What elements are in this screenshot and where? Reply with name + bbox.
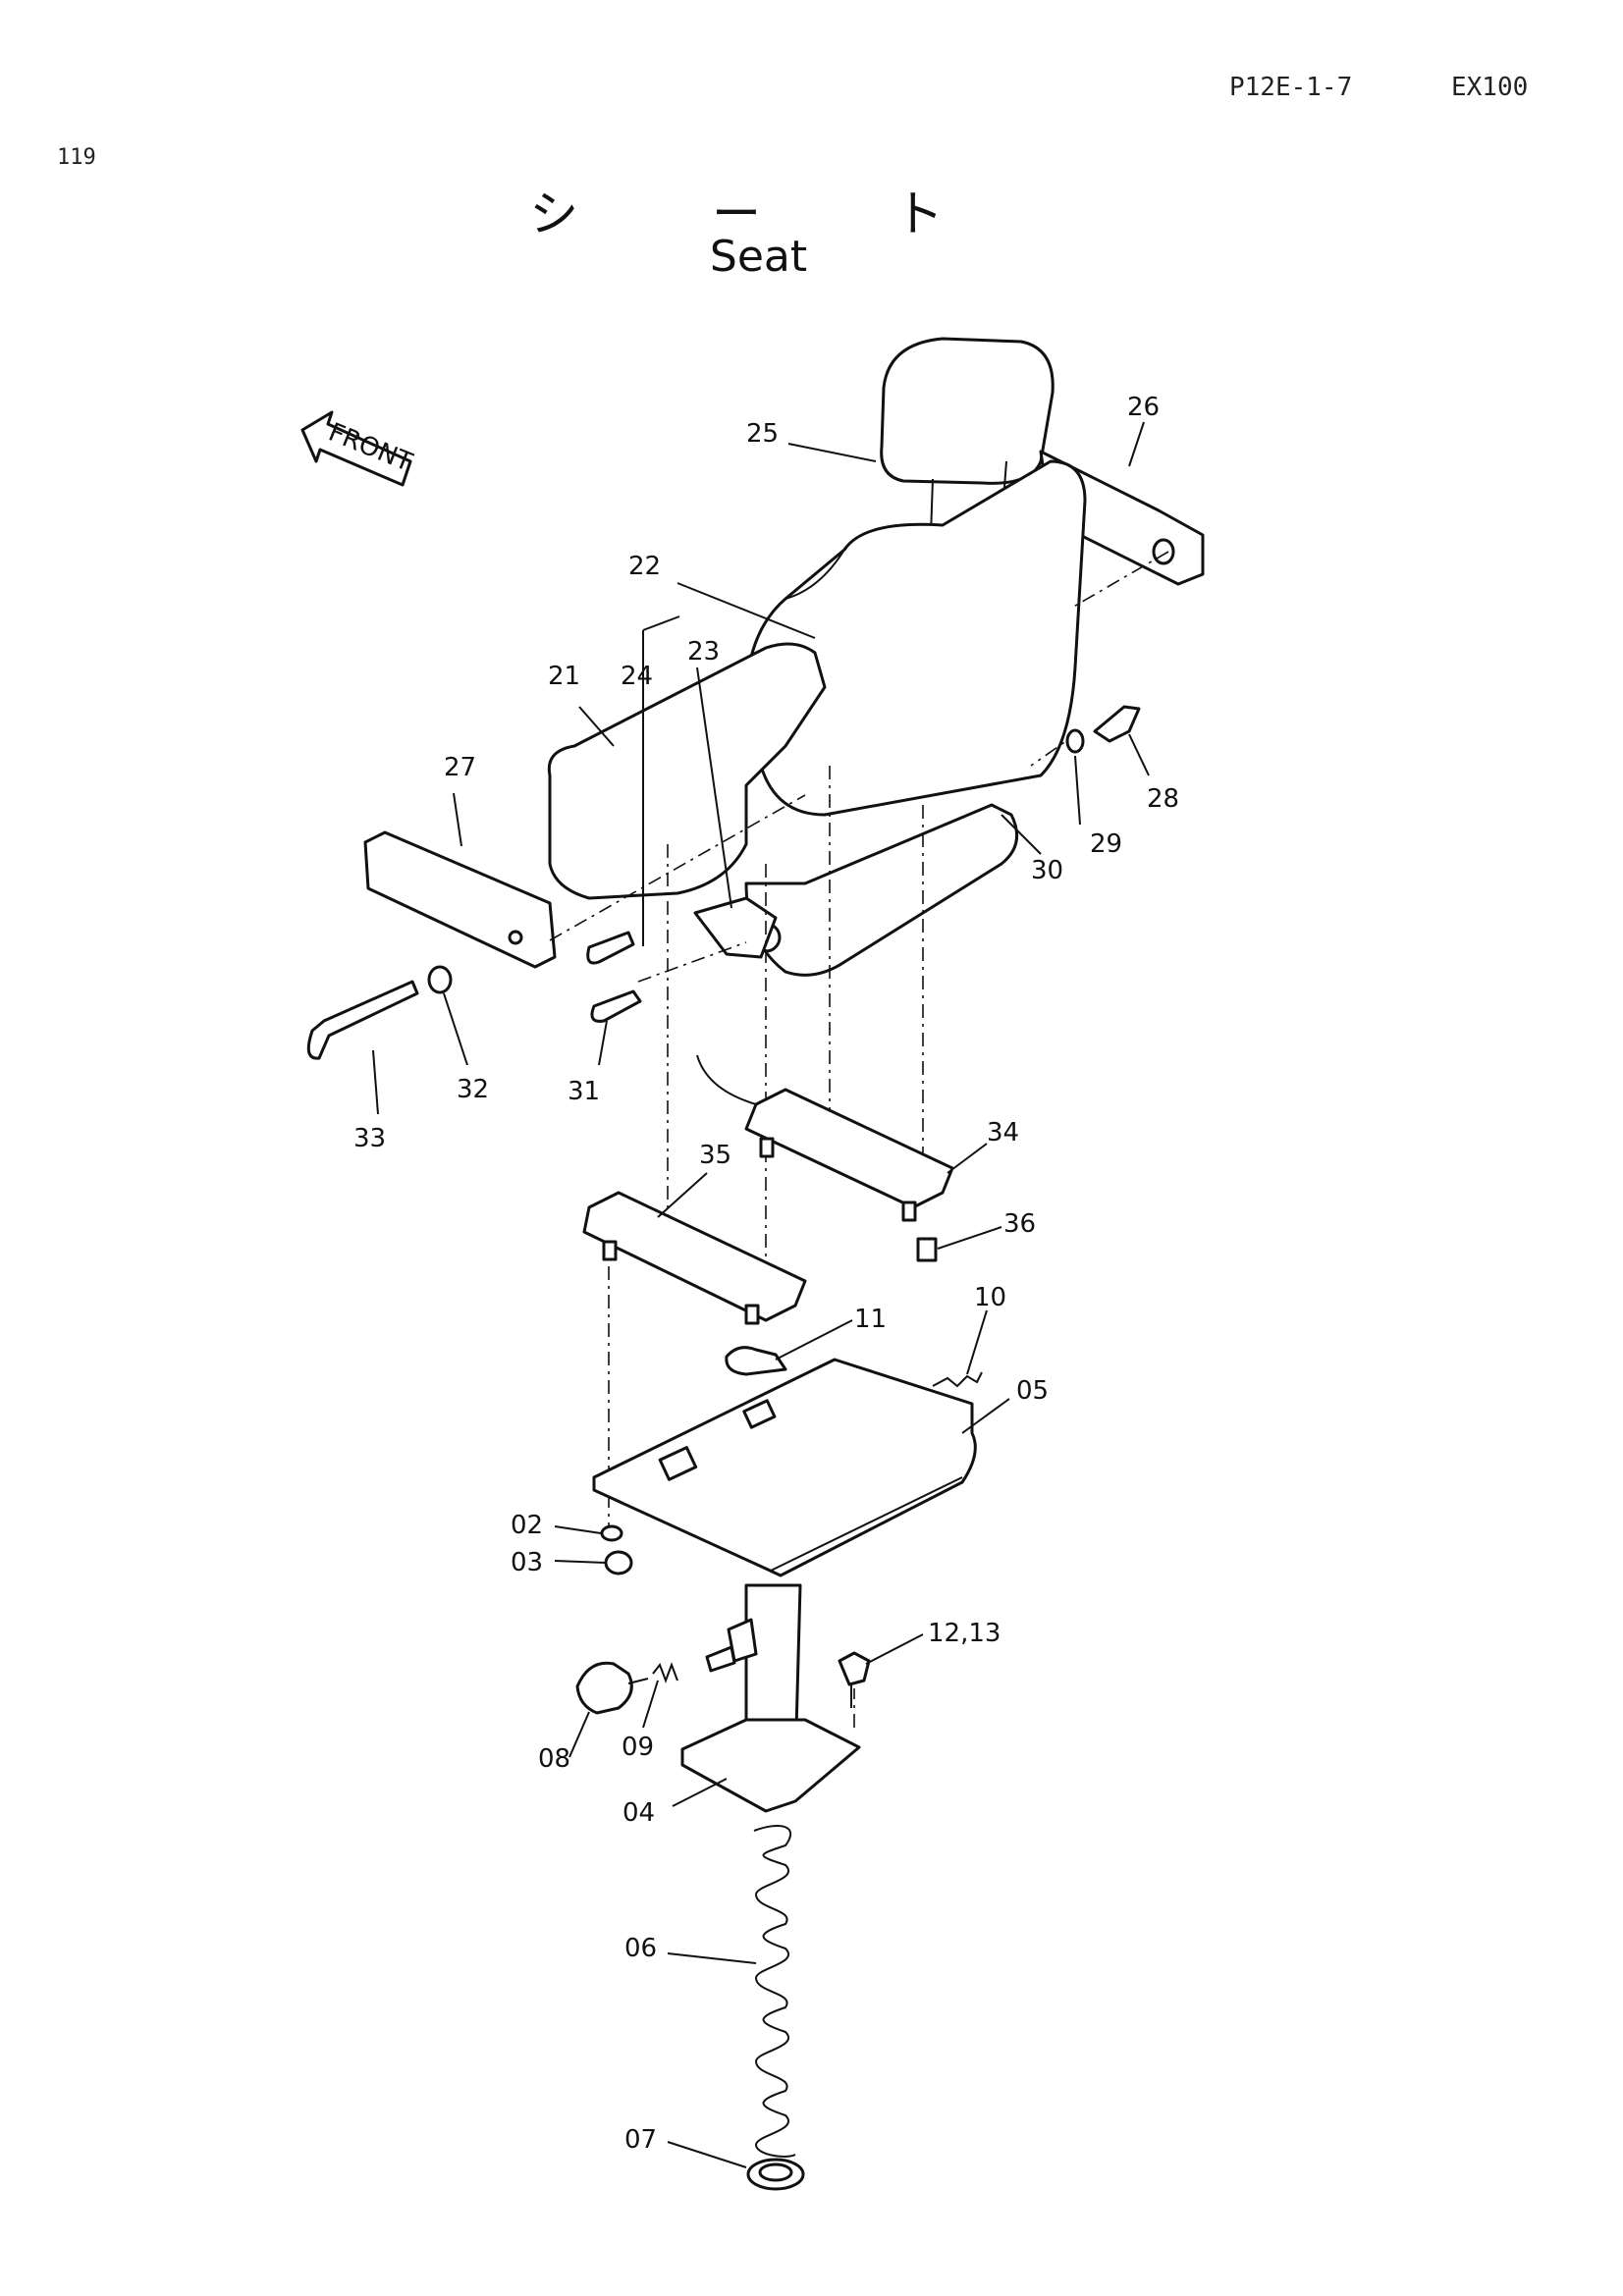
- callout-09: 09: [622, 1733, 654, 1762]
- suspension-spring: [753, 1825, 796, 2158]
- callout-07: 07: [624, 2125, 657, 2155]
- callout-27: 27: [444, 753, 476, 782]
- seat-back: [744, 459, 1087, 817]
- nut-03: [604, 1550, 633, 1575]
- title-english: Seat: [709, 232, 808, 282]
- washer-02: [600, 1524, 623, 1542]
- callout-23: 23: [687, 637, 720, 667]
- callout-11: 11: [854, 1305, 887, 1334]
- front-arrow-icon: FRONT: [300, 410, 416, 487]
- bolt-12-13: [838, 1651, 871, 1708]
- spring-10: [932, 1371, 983, 1388]
- bolt-31: [590, 989, 642, 1023]
- callout-12-13: 12,13: [928, 1619, 1001, 1648]
- callout-26: 26: [1127, 393, 1160, 422]
- callout-04: 04: [622, 1798, 655, 1828]
- armrest-left: [363, 830, 557, 969]
- title-japanese: シ ー ト: [529, 186, 1002, 242]
- callout-24: 24: [621, 662, 653, 691]
- column-base: [680, 1583, 861, 1813]
- callout-32: 32: [457, 1075, 489, 1104]
- callout-29: 29: [1090, 829, 1122, 859]
- callout-25: 25: [746, 419, 779, 449]
- callout-03: 03: [511, 1548, 543, 1577]
- seat-rail-35: [582, 1191, 807, 1325]
- page-number: 119: [57, 145, 96, 170]
- callout-36: 36: [1003, 1209, 1036, 1239]
- callout-08: 08: [538, 1744, 570, 1774]
- callout-06: 06: [624, 1934, 657, 1963]
- model-name: EX100: [1451, 73, 1529, 102]
- bolt-33: [306, 965, 453, 1060]
- seat-cushion: [547, 642, 827, 900]
- callout-21: 21: [548, 662, 580, 691]
- callout-28: 28: [1147, 784, 1179, 814]
- spring-retainer: [746, 2158, 805, 2191]
- spring-09: [652, 1645, 736, 1683]
- seat-plate: [592, 1358, 977, 1577]
- callout-35: 35: [699, 1141, 731, 1170]
- callout-labels: 25 26 22 23 24 21 27 28 29 30 31 32 33 3…: [353, 393, 1179, 2155]
- bolt-24: [586, 931, 635, 965]
- document-code: P12E-1-7: [1229, 73, 1353, 102]
- callout-31: 31: [568, 1077, 600, 1106]
- callout-33: 33: [353, 1124, 386, 1153]
- seat-rail-34: [696, 1054, 954, 1262]
- callout-30: 30: [1031, 856, 1063, 885]
- callout-02: 02: [511, 1511, 543, 1540]
- callout-10: 10: [974, 1283, 1006, 1312]
- callout-34: 34: [987, 1118, 1019, 1148]
- callout-22: 22: [628, 552, 661, 581]
- lever-knob-11: [725, 1346, 787, 1376]
- bolt-28: [1065, 705, 1141, 754]
- knob-08: [575, 1661, 649, 1715]
- callout-05: 05: [1016, 1376, 1049, 1406]
- leader-lines: [372, 421, 1150, 2168]
